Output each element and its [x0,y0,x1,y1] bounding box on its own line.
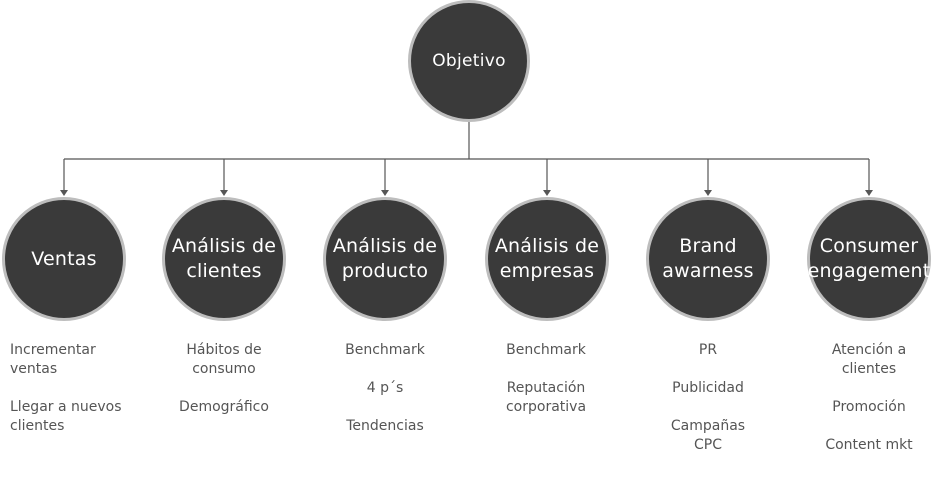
list-item: Hábitos de consumo [186,342,262,377]
category-label: Análisis de producto [332,235,438,282]
list-item: Benchmark [345,342,425,358]
category-node-analisis-clientes: Análisis de clientes [162,197,286,321]
category-node-analisis-producto: Análisis de producto [323,197,447,321]
list-item: Publicidad [672,380,744,396]
arrow-head-icon [381,190,389,196]
list-item: 4 p´s [366,380,404,396]
item-list-analisis-empresas: Benchmark Reputación corporativa [471,341,621,436]
item-list-ventas: Incrementar ventas Llegar a nuevos clien… [10,341,160,455]
arrow-head-icon [60,190,68,196]
category-node-ventas: Ventas [2,197,126,321]
arrow-head-icon [865,190,873,196]
list-item: Llegar a nuevos clientes [10,399,122,434]
category-label: Análisis de empresas [494,235,600,282]
list-item: Atención a clientes [831,342,907,377]
category-label: Brand awarness [662,235,754,282]
arrow-head-icon [220,190,228,196]
category-label: Consumer engagement [807,235,931,282]
category-label: Análisis de clientes [171,235,277,282]
category-node-brand-awarness: Brand awarness [646,197,770,321]
list-item: Tendencias [346,418,424,434]
list-item: Demográfico [179,399,269,415]
list-item: Incrementar ventas [10,342,96,377]
item-list-brand-awarness: PR Publicidad Campañas CPC [633,341,783,474]
list-item: Promoción [832,399,906,415]
arrow-head-icon [543,190,551,196]
root-label: Objetivo [432,51,506,71]
list-item: Benchmark [506,342,586,358]
list-item: Content mkt [825,437,913,453]
category-label: Ventas [31,247,97,270]
arrow-head-icon [704,190,712,196]
root-node-objetivo: Objetivo [408,0,530,122]
category-node-analisis-empresas: Análisis de empresas [485,197,609,321]
item-list-analisis-producto: Benchmark 4 p´s Tendencias [310,341,460,455]
category-node-consumer-engagement: Consumer engagement [807,197,931,321]
list-item: PR [698,342,718,358]
list-item: Reputación corporativa [505,380,587,415]
list-item: Campañas CPC [670,418,746,453]
item-list-analisis-clientes: Hábitos de consumo Demográfico [149,341,299,436]
item-list-consumer-engagement: Atención a clientes Promoción Content mk… [794,341,940,474]
